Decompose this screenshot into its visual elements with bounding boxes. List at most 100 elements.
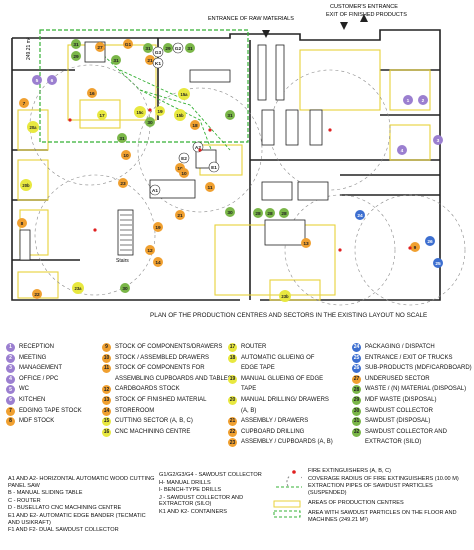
- sector-marker-label: 16: [89, 91, 95, 97]
- legend-label: (a, b): [241, 407, 257, 414]
- extraction-pipes: [99, 51, 231, 161]
- sector-marker-label: 5: [36, 78, 39, 84]
- entrance-arrows: [262, 14, 368, 38]
- sector-marker: [174, 109, 186, 121]
- sector-marker-label: 1: [407, 98, 410, 104]
- sector-marker: [95, 42, 105, 52]
- sawdust-area: [39, 29, 249, 143]
- sector-marker-label: 31: [73, 42, 79, 48]
- sector-marker-label: 3: [437, 138, 440, 144]
- sector-marker-label: 15c: [137, 110, 145, 115]
- sector-marker-label: 15b: [176, 113, 184, 118]
- sector-marker-label: G2: [175, 46, 182, 52]
- legend-label: STOCK OF FINISHED MATERIAL: [115, 396, 207, 403]
- legend-label: CNC MACHINING CENTRE: [115, 428, 191, 435]
- sector-marker: [123, 39, 133, 49]
- sector-marker-label: 30: [122, 286, 128, 292]
- sector-marker: [163, 43, 173, 53]
- symbol-areas-label: AREAS OF PRODUCTION CENTRES: [308, 500, 404, 507]
- machine-key-item: J - SAWDUST COLLECTOR AND EXTRACTOR (SIL…: [159, 494, 244, 508]
- legend-item: 10 STOCK / ASSEMBLED DRAWERS: [102, 353, 237, 364]
- machine-key: A1 AND A2- HORIZONTAL AUTOMATIC WOOD CUT…: [4, 468, 474, 548]
- legend-label: EDGING TAPE STOCK: [19, 407, 82, 414]
- legend-label: MANAGEMENT: [19, 365, 63, 372]
- legend-badge: 27: [352, 374, 361, 384]
- legend-label: CUTTING SECTOR (a, b, c): [115, 418, 193, 425]
- sector-marker-label: 31: [227, 113, 233, 119]
- legend-badge: 19: [228, 374, 237, 384]
- symbol-fire: FIRE EXTINGUISHERS (A, B, C): [272, 468, 472, 475]
- sector-marker-label: A2: [195, 145, 201, 151]
- legend-badge: 13: [102, 395, 111, 405]
- symbol-pipes-label: EXTRACTION PIPES OF SAWDUST PARTICLES (S…: [308, 483, 433, 496]
- sector-marker-label: E1: [211, 165, 217, 171]
- sector-marker-label: K1: [155, 61, 161, 67]
- symbol-pipes: EXTRACTION PIPES OF SAWDUST PARTICLES (S…: [272, 483, 472, 496]
- label-customers-entrance: CUSTOMER'S ENTRANCE: [330, 4, 398, 10]
- sector-marker: [47, 75, 57, 85]
- sector-marker: [145, 245, 155, 255]
- legend-badge: 6: [6, 395, 15, 405]
- sector-marker: [225, 207, 235, 217]
- sector-marker-label: 31: [113, 58, 119, 64]
- sector-marker: [410, 242, 420, 252]
- legend-badge: 9: [102, 343, 111, 352]
- sector-marker: [208, 161, 220, 173]
- sector-marker-label: 18: [192, 123, 198, 129]
- fire-extinguishers: [68, 108, 412, 252]
- symbol-coverage: COVERAGE RADIUS OF FIRE EXTINGUISHERS (1…: [272, 475, 472, 486]
- label-raw-materials: ENTRANCE OF RAW MATERIALS: [208, 16, 294, 22]
- legend-badge: 10: [102, 353, 111, 363]
- legend-badge: 17: [228, 343, 237, 352]
- legend-item: EDGE TAPE: [228, 363, 353, 374]
- sector-marker-label: 30: [147, 120, 153, 126]
- sector-marker-label: 26: [427, 239, 433, 245]
- floor-plan: ENTRANCE OF RAW MATERIALS CUSTOMER'S ENT…: [11, 4, 466, 306]
- production-areas: [17, 44, 431, 301]
- sector-marker: [301, 238, 311, 248]
- sector-marker-label: 20b: [22, 183, 30, 188]
- legend-badge: 14: [102, 406, 111, 416]
- legend-label: ENTRANCE / EXIT OF TRUCKS: [365, 354, 453, 361]
- sector-marker-label: 4: [401, 148, 404, 154]
- sector-marker: [433, 258, 443, 268]
- legend-badge: 29: [352, 395, 361, 405]
- legend-label: WASTE / (N) MATERIAL (DISPOSAL): [365, 386, 467, 393]
- legend-badge: 7: [6, 406, 15, 416]
- legend-label: STOCK / ASSEMBLED DRAWERS: [115, 354, 210, 361]
- sector-marker-label: 12: [147, 248, 153, 254]
- machine-key-item: F1 AND F2- DUAL SAWDUST COLLECTOR: [8, 527, 119, 534]
- legend-label: SUB-PRODUCTS (MDF/CARDBOARD): [365, 365, 472, 372]
- plan-caption: PLAN OF THE PRODUCTION CENTRES AND SECTO…: [150, 312, 428, 319]
- legend-badge: 30: [352, 406, 361, 416]
- sector-marker: [72, 282, 84, 294]
- sector-marker-label: 23a: [75, 286, 83, 291]
- sector-marker: [19, 98, 29, 108]
- sector-marker: [71, 39, 81, 49]
- legend-label: TAPE: [241, 386, 257, 393]
- legend-label: EXTRACTOR (SILO): [365, 439, 422, 446]
- sector-marker: [418, 95, 428, 105]
- legend-badge: 4: [6, 374, 15, 384]
- legend-label: ROUTER: [241, 344, 267, 350]
- sector-marker-label: 28: [267, 211, 273, 217]
- sector-marker-label: 27: [97, 45, 103, 51]
- sector-marker-label: 10: [123, 153, 129, 159]
